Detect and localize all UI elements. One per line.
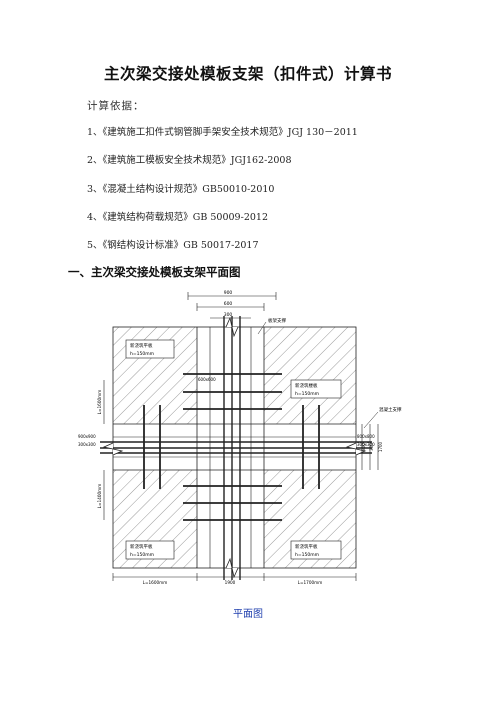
support-poles [100, 316, 372, 580]
slab-label-name: 新浇筑楼板 [295, 382, 318, 389]
document-title: 主次梁交接处模板支架（扣件式）计算书 [103, 65, 392, 83]
slab-label-thickness: h=150mm [130, 351, 154, 357]
figure-caption: 平面图 [233, 609, 263, 620]
dim-top-3: 300 [224, 312, 233, 318]
reference-item: 5、《钢结构设计标准》GB 50017-2017 [87, 240, 259, 251]
left-dim-2: L=1400mm [97, 484, 102, 509]
slab-label-boxes [125, 339, 342, 560]
right-beam-label: 300x300 [357, 442, 375, 447]
label-right: 混凝土支撑 [379, 406, 402, 413]
top-dimensions [187, 292, 277, 319]
slab-label-name: 新浇筑平板 [130, 543, 153, 550]
slab-label-name: 新浇筑平板 [130, 342, 153, 349]
bottom-dim-1: L=1600mm [143, 580, 168, 585]
reference-item: 3、《混凝土结构设计规范》GB50010-2010 [87, 184, 275, 195]
right-dim-3: 1700 [378, 441, 383, 452]
dim-top-1: 900 [224, 290, 233, 296]
slab-label-thickness: h=150mm [130, 552, 154, 558]
reference-item: 2、《建筑施工模板安全技术规范》JGJ162-2008 [87, 155, 292, 166]
right-dim-1: 300 [361, 443, 366, 451]
slab-label-name: 新浇筑平板 [295, 543, 318, 550]
basis-label: 计算依据： [87, 100, 145, 112]
left-beam-label: 900x900 [78, 434, 96, 439]
left-beam-label: 300x300 [78, 442, 96, 447]
bottom-dim-3: L=1700mm [298, 580, 323, 585]
right-beam-label: 800x800 [357, 434, 375, 439]
section-heading: 一、主次梁交接处模板支架平面图 [68, 265, 241, 279]
right-dim-2: 300 [369, 443, 374, 451]
reference-item: 1、《建筑施工扣件式钢管脚手架安全技术规范》JGJ 130－2011 [87, 127, 358, 138]
left-dim-1: L=1600mm [97, 390, 102, 415]
reference-item: 4、《建筑结构荷载规范》GB 50009-2012 [87, 212, 268, 223]
right-dimension-lines [361, 424, 379, 470]
slab-label-thickness: h=150mm [295, 391, 319, 397]
bottom-dimension-lines [112, 573, 357, 581]
label-frame: 板架支撑 [268, 317, 286, 324]
slab-label-thickness: h=150mm [295, 552, 319, 558]
bottom-dim-2: 1900 [225, 580, 236, 585]
vertical-bars [143, 405, 320, 489]
small-label: 600x600 [198, 377, 216, 382]
break-marks [102, 316, 367, 579]
dim-top-2: 600 [224, 301, 233, 307]
horizontal-bars [183, 373, 282, 521]
